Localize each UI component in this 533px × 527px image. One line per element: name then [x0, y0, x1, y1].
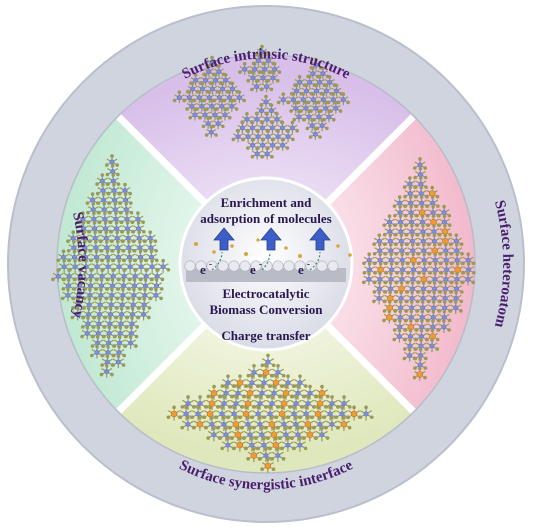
lattice-right — [361, 157, 476, 381]
label-surface-vacancy: Surface vacancy — [69, 211, 91, 320]
center-panel: Enrichment and adsorption of molecules e… — [178, 176, 354, 352]
up-arrow-icon — [260, 227, 282, 251]
electron-icon: e - — [298, 251, 321, 277]
up-arrow-icon — [309, 227, 331, 251]
lattice-top — [172, 44, 350, 160]
molecules — [194, 238, 352, 258]
center-process-line1: Electrocatalytic — [222, 286, 309, 301]
electron-icon: e - — [250, 251, 271, 277]
catalyst-slab — [186, 268, 346, 282]
svg-text:-: - — [209, 259, 212, 269]
center-footer: Charge transfer — [221, 328, 310, 343]
surface-atoms — [184, 260, 339, 272]
svg-text:e: e — [250, 262, 256, 277]
center-heading-line2: adsorption of molecules — [200, 211, 331, 226]
up-arrow-icon — [213, 227, 235, 251]
svg-text:-: - — [307, 259, 310, 269]
svg-text:e: e — [298, 262, 304, 277]
lattice-left — [51, 154, 171, 378]
center-heading-line1: Enrichment and — [221, 195, 312, 210]
svg-text:e: e — [200, 262, 206, 277]
svg-text:-: - — [259, 259, 262, 269]
lattice-bottom — [166, 353, 374, 473]
electron-icon: e - — [200, 251, 223, 277]
center-process-line2: Biomass Conversion — [209, 302, 323, 317]
